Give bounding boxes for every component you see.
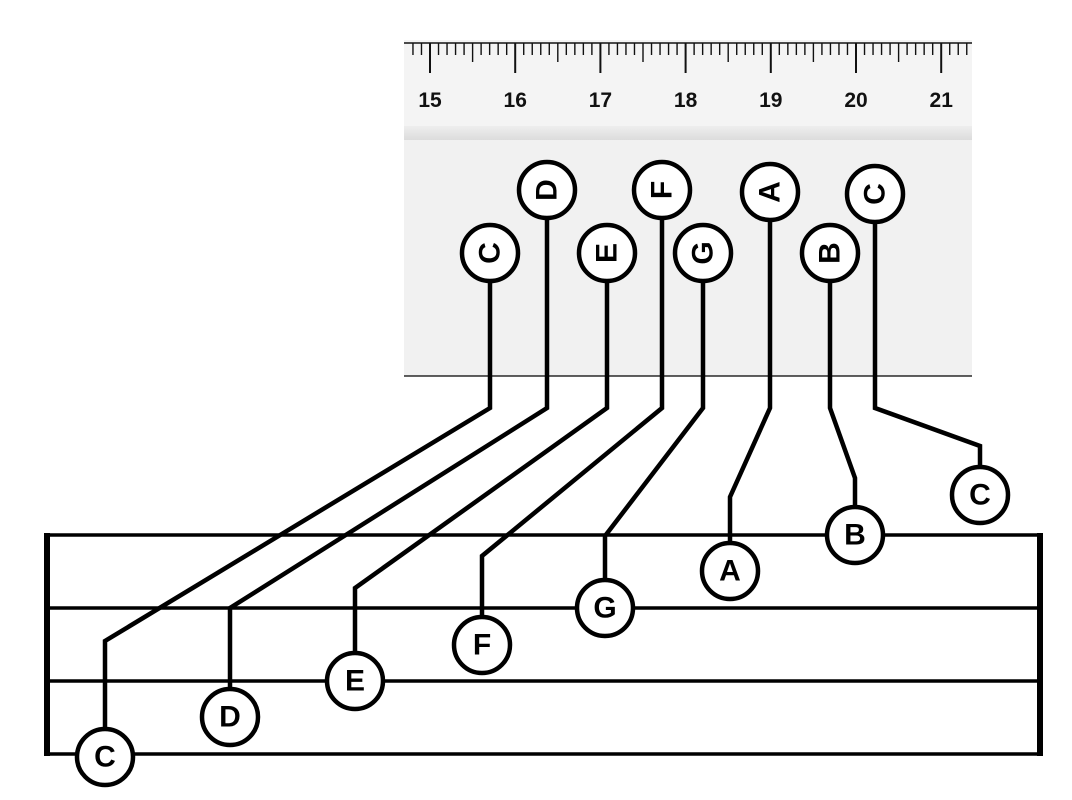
note-g-ruler: G (672, 222, 734, 284)
ruler-number: 18 (674, 89, 698, 112)
note-c-high-ruler: C (844, 163, 906, 225)
note-circle (631, 159, 693, 221)
note-circle (74, 726, 136, 788)
note-circle (576, 222, 638, 284)
note-circle (824, 504, 886, 566)
note-circle (739, 161, 801, 223)
ruler-number: 16 (504, 89, 527, 112)
connector-f (479, 218, 665, 617)
note-c-low-ruler: C (459, 222, 521, 284)
ruler-ticks (404, 42, 972, 73)
connector-c-low (102, 281, 493, 729)
note-b-staff: B (824, 504, 886, 566)
note-label: F (473, 629, 491, 662)
note-f-ruler: F (631, 159, 693, 221)
note-d-ruler: D (516, 159, 578, 221)
note-circle (459, 222, 521, 284)
connector-c-high (872, 222, 983, 467)
note-d-staff: D (199, 686, 261, 748)
note-c-high-staff: C (949, 464, 1011, 526)
note-label: C (969, 479, 991, 512)
note-connectors (102, 218, 983, 729)
note-circle (516, 159, 578, 221)
note-circle (574, 577, 636, 639)
ruler-number: 15 (418, 89, 442, 112)
staff-note-circles: C D E F G A B C (74, 464, 1011, 788)
connector-e (352, 281, 610, 653)
note-label: E (345, 665, 365, 698)
note-label: D (219, 701, 241, 734)
ruler-number: 20 (844, 89, 867, 112)
ruler-number: 19 (759, 89, 782, 112)
note-label: D (531, 179, 564, 201)
note-label: C (94, 741, 116, 774)
note-label: E (591, 243, 624, 263)
note-circle (799, 222, 861, 284)
note-e-ruler: E (576, 222, 638, 284)
music-staff (44, 533, 1043, 756)
note-circle (199, 686, 261, 748)
note-label: C (474, 242, 507, 264)
note-label: B (814, 242, 847, 264)
note-label: A (754, 181, 787, 203)
note-circle (324, 650, 386, 712)
note-e-staff: E (324, 650, 386, 712)
note-circle (949, 464, 1011, 526)
note-circle (451, 614, 513, 676)
ruler-number: 21 (930, 89, 954, 112)
ruler-number: 17 (589, 89, 612, 112)
note-circle (844, 163, 906, 225)
ruler-band (404, 126, 972, 140)
note-label: F (646, 181, 679, 199)
connector-d (227, 218, 550, 689)
note-circle (699, 540, 761, 602)
note-label: C (859, 183, 892, 205)
note-label: A (719, 555, 741, 588)
connector-g (602, 281, 706, 580)
note-label: B (844, 519, 866, 552)
note-label: G (593, 592, 616, 625)
note-a-ruler: A (739, 161, 801, 223)
note-g-staff: G (574, 577, 636, 639)
connector-b (827, 281, 858, 507)
ruler-note-circles: C D E F G A B C (459, 159, 906, 284)
ruler-labels: 15 16 17 18 19 20 21 (418, 89, 953, 112)
note-label: G (687, 241, 720, 264)
connector-a (727, 220, 773, 543)
note-a-staff: A (699, 540, 761, 602)
note-b-ruler: B (799, 222, 861, 284)
note-c-low-staff: C (74, 726, 136, 788)
note-circle (672, 222, 734, 284)
note-f-staff: F (451, 614, 513, 676)
